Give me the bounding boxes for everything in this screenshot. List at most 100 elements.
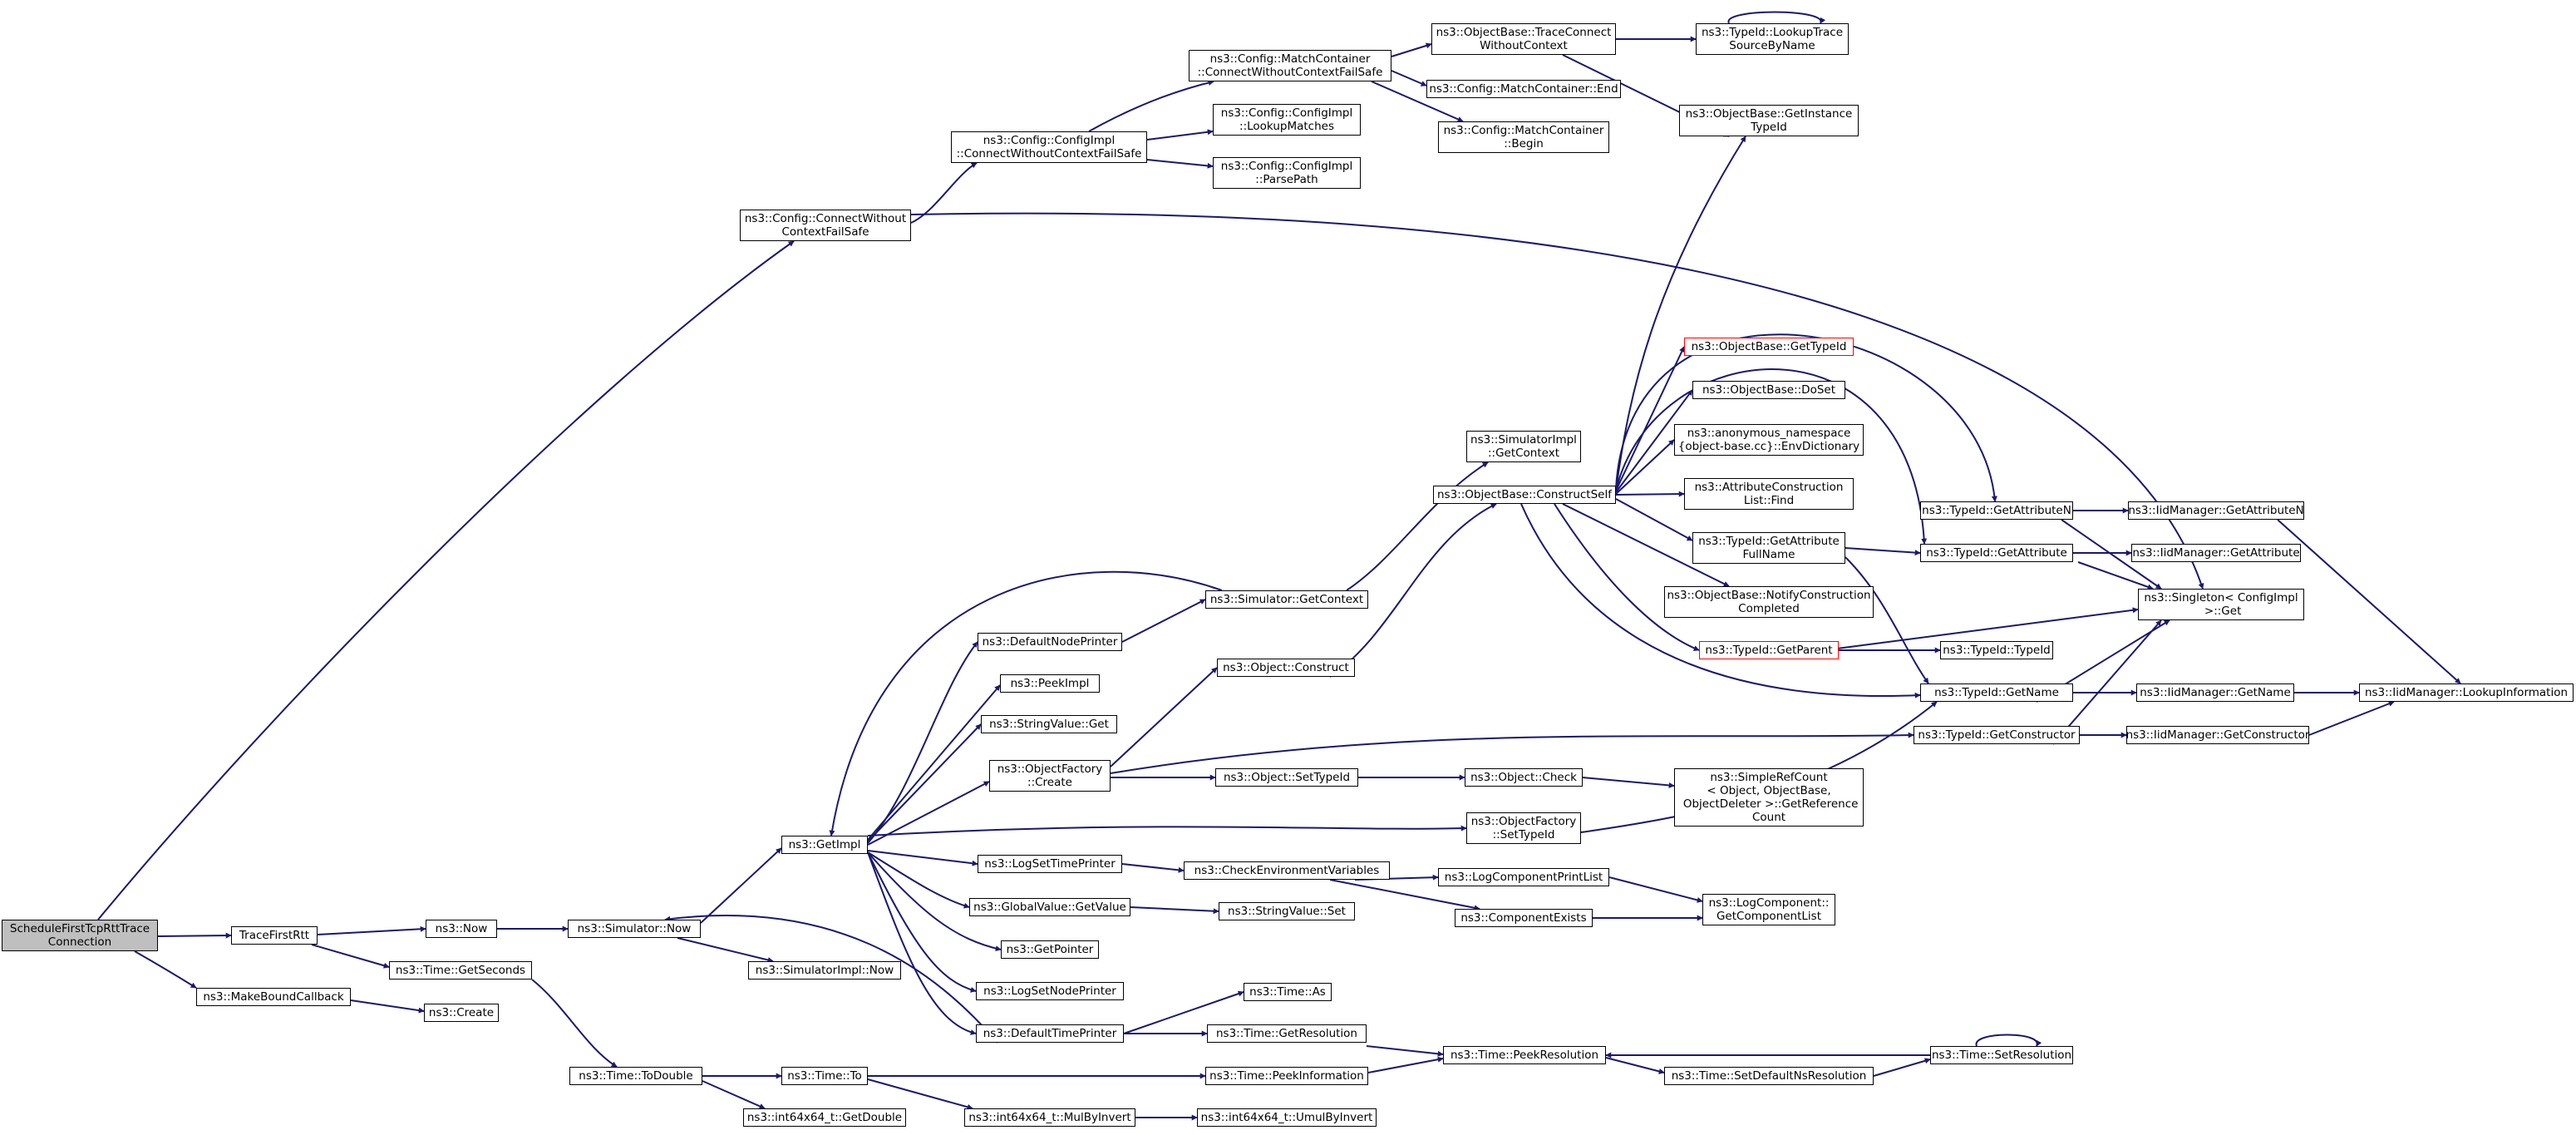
call-edge — [1836, 607, 2139, 649]
node-object-check[interactable]: ns3::Object::Check — [1465, 768, 1583, 787]
node-object-set-type-id[interactable]: ns3::Object::SetTypeId — [1215, 768, 1358, 787]
node-log-set-node-printer[interactable]: ns3::LogSetNodePrinter — [976, 982, 1124, 1000]
node-time-peek-information[interactable]: ns3::Time::PeekInformation — [1205, 1067, 1368, 1085]
node-simulator-now[interactable]: ns3::Simulator::Now — [568, 920, 701, 938]
node-trace-first-rtt[interactable]: TraceFirstRtt — [231, 926, 318, 945]
node-objectbase-notify-construction-completed[interactable]: ns3::ObjectBase::NotifyConstruction Comp… — [1664, 586, 1874, 618]
node-time-set-default-ns-resolution[interactable]: ns3::Time::SetDefaultNsResolution — [1664, 1067, 1874, 1085]
node-match-container-connect-without-context-failsafe[interactable]: ns3::Config::MatchContainer ::ConnectWit… — [1189, 50, 1391, 81]
call-edge — [1329, 503, 1497, 678]
node-now[interactable]: ns3::Now — [426, 920, 497, 938]
node-objectbase-trace-connect-without-context[interactable]: ns3::ObjectBase::TraceConnect WithoutCon… — [1431, 23, 1616, 55]
call-edge — [1146, 129, 1214, 141]
node-default-node-printer[interactable]: ns3::DefaultNodePrinter — [978, 633, 1122, 651]
node-log-component-get-component-list[interactable]: ns3::LogComponent:: GetComponentList — [1702, 894, 1835, 925]
call-edge — [2077, 561, 2154, 590]
node-peek-impl[interactable]: ns3::PeekImpl — [1000, 674, 1100, 693]
node-iidmanager-get-attribute[interactable]: ns3::IidManager::GetAttribute — [2131, 544, 2301, 562]
call-edge — [1391, 70, 1427, 86]
call-edge — [1366, 1045, 1444, 1057]
call-edge — [702, 1080, 766, 1109]
node-objectbase-do-set[interactable]: ns3::ObjectBase::DoSet — [1692, 381, 1845, 399]
call-edge — [1121, 599, 1206, 643]
node-configimpl-connect-without-context-failsafe[interactable]: ns3::Config::ConfigImpl ::ConnectWithout… — [951, 131, 1147, 163]
node-time-get-seconds[interactable]: ns3::Time::GetSeconds — [389, 961, 532, 980]
node-simulatorimpl-get-context[interactable]: ns3::SimulatorImpl ::GetContext — [1466, 431, 1581, 462]
node-iidmanager-get-attribute-n[interactable]: ns3::IidManager::GetAttributeN — [2128, 501, 2304, 520]
node-typeid-get-attribute-full-name[interactable]: ns3::TypeId::GetAttribute FullName — [1692, 532, 1845, 564]
call-edge — [1975, 1034, 2042, 1047]
node-attribute-construction-list-find[interactable]: ns3::AttributeConstruction List::Find — [1684, 478, 1854, 510]
call-edge — [867, 851, 977, 993]
call-edge — [1367, 1056, 1444, 1073]
node-object-construct[interactable]: ns3::Object::Construct — [1217, 659, 1355, 677]
node-objectbase-get-type-id[interactable]: ns3::ObjectBase::GetTypeId — [1684, 338, 1854, 356]
node-typeid-lookup-trace-source-by-name[interactable]: ns3::TypeId::LookupTrace SourceByName — [1696, 23, 1849, 55]
node-create[interactable]: ns3::Create — [424, 1004, 499, 1022]
node-time-get-resolution[interactable]: ns3::Time::GetResolution — [1207, 1024, 1367, 1043]
node-log-component-print-list[interactable]: ns3::LogComponentPrintList — [1438, 868, 1609, 886]
node-typeid-get-attribute-n[interactable]: ns3::TypeId::GetAttributeN — [1920, 501, 2073, 520]
call-edge — [700, 847, 782, 924]
node-object-factory-create[interactable]: ns3::ObjectFactory ::Create — [989, 760, 1111, 792]
node-component-exists[interactable]: ns3::ComponentExists — [1455, 909, 1593, 927]
call-edge — [1615, 439, 1675, 495]
node-schedule-first-tcp-rtt-trace-connection[interactable]: ScheduleFirstTcpRttTrace Connection — [2, 920, 158, 951]
call-edge — [867, 850, 978, 866]
node-time-to[interactable]: ns3::Time::To — [781, 1067, 868, 1085]
node-typeid-typeid[interactable]: ns3::TypeId::TypeId — [1940, 641, 2053, 659]
call-edge — [311, 944, 390, 969]
call-edge — [910, 162, 978, 224]
node-typeid-get-parent[interactable]: ns3::TypeId::GetParent — [1699, 641, 1839, 659]
node-get-pointer[interactable]: ns3::GetPointer — [1001, 940, 1099, 959]
node-simple-ref-count-get-reference-count[interactable]: ns3::SimpleRefCount < Object, ObjectBase… — [1674, 768, 1864, 827]
call-edge — [1130, 906, 1219, 915]
node-configimpl-lookup-matches[interactable]: ns3::Config::ConfigImpl ::LookupMatches — [1213, 104, 1361, 136]
node-int64x64-umul-by-invert[interactable]: ns3::int64x64_t::UmulByInvert — [1197, 1108, 1377, 1127]
call-edge — [867, 851, 1002, 952]
node-iidmanager-lookup-information[interactable]: ns3::IidManager::LookupInformation — [2359, 683, 2574, 702]
node-time-set-resolution[interactable]: ns3::Time::SetResolution — [1930, 1046, 2073, 1064]
node-object-factory-set-type-id[interactable]: ns3::ObjectFactory ::SetTypeId — [1466, 812, 1581, 844]
node-string-value-set[interactable]: ns3::StringValue::Set — [1219, 902, 1355, 920]
node-typeid-get-name[interactable]: ns3::TypeId::GetName — [1920, 683, 2073, 702]
node-global-value-get-value[interactable]: ns3::GlobalValue::GetValue — [969, 898, 1130, 916]
node-match-container-end[interactable]: ns3::Config::MatchContainer::End — [1426, 80, 1621, 98]
call-edge — [1110, 732, 1914, 774]
node-objectbase-construct-self[interactable]: ns3::ObjectBase::ConstructSelf — [1433, 486, 1616, 504]
node-get-impl[interactable]: ns3::GetImpl — [781, 836, 868, 854]
node-iidmanager-get-name[interactable]: ns3::IidManager::GetName — [2136, 683, 2294, 702]
node-env-dictionary[interactable]: ns3::anonymous_namespace {object-base.cc… — [1674, 424, 1864, 456]
node-make-bound-callback[interactable]: ns3::MakeBoundCallback — [196, 988, 351, 1006]
node-singleton-configimpl-get[interactable]: ns3::Singleton< ConfigImpl >::Get — [2138, 589, 2304, 620]
call-edge — [1605, 1057, 1665, 1074]
call-edge — [1371, 81, 1464, 122]
node-typeid-get-attribute[interactable]: ns3::TypeId::GetAttribute — [1920, 544, 2073, 562]
node-match-container-begin[interactable]: ns3::Config::MatchContainer ::Begin — [1438, 121, 1609, 153]
call-edge — [2277, 519, 2461, 684]
node-check-environment-variables[interactable]: ns3::CheckEnvironmentVariables — [1184, 861, 1390, 880]
node-int64x64-get-double[interactable]: ns3::int64x64_t::GetDouble — [743, 1108, 906, 1127]
call-edge — [2061, 519, 2162, 590]
call-edge — [1123, 990, 1244, 1034]
node-time-to-double[interactable]: ns3::Time::ToDouble — [569, 1067, 702, 1085]
node-simulator-get-context[interactable]: ns3::Simulator::GetContext — [1205, 590, 1368, 609]
node-default-time-printer[interactable]: ns3::DefaultTimePrinter — [976, 1024, 1124, 1043]
call-edge — [677, 937, 774, 963]
node-int64x64-mul-by-invert[interactable]: ns3::int64x64_t::MulByInvert — [964, 1108, 1135, 1127]
node-log-set-time-printer[interactable]: ns3::LogSetTimePrinter — [978, 855, 1122, 873]
node-typeid-get-constructor[interactable]: ns3::TypeId::GetConstructor — [1914, 726, 2080, 744]
node-objectbase-get-instance-type-id[interactable]: ns3::ObjectBase::GetInstance TypeId — [1679, 105, 1859, 136]
node-time-as[interactable]: ns3::Time::As — [1244, 983, 1332, 1001]
call-edge — [1582, 777, 1675, 788]
node-simulatorimpl-now[interactable]: ns3::SimulatorImpl::Now — [748, 961, 901, 980]
call-edge — [829, 570, 1223, 836]
node-string-value-get[interactable]: ns3::StringValue::Get — [981, 715, 1117, 733]
call-edge — [867, 641, 978, 844]
node-time-peek-resolution[interactable]: ns3::Time::PeekResolution — [1443, 1046, 1606, 1064]
node-configimpl-parse-path[interactable]: ns3::Config::ConfigImpl ::ParsePath — [1213, 157, 1361, 189]
node-iidmanager-get-constructor[interactable]: ns3::IidManager::GetConstructor — [2126, 726, 2309, 744]
node-config-connect-without-context-failsafe[interactable]: ns3::Config::ConnectWithout ContextFailS… — [740, 210, 911, 241]
